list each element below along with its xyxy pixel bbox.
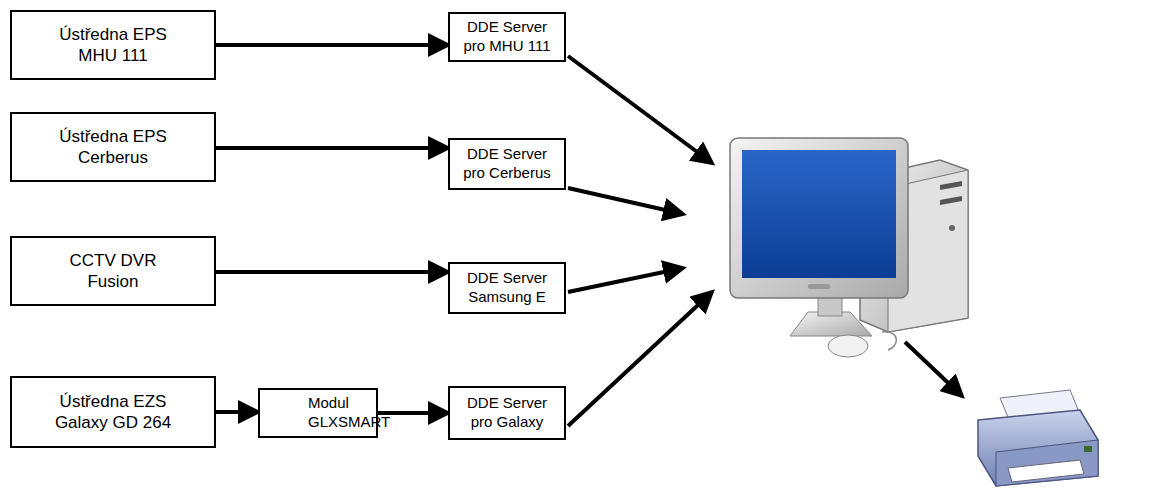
arrow-connector — [216, 146, 448, 150]
node-label: Modul GLXSMART — [308, 394, 328, 432]
control-panel-box: Ústředna EZS Galaxy GD 264 — [10, 376, 216, 448]
arrow-connector — [216, 410, 258, 414]
cctv-box: CCTV DVR Fusion — [10, 236, 216, 306]
control-panel-box: Ústředna EPS Cerberus — [10, 112, 216, 182]
pc-arrows — [568, 56, 962, 426]
node-label: Ústředna EPS MHU 111 — [59, 24, 167, 67]
node-label: Ústředna EPS Cerberus — [59, 126, 167, 169]
pc-mouse — [828, 332, 896, 357]
server-box: DDE Server pro Galaxy — [448, 386, 566, 440]
pc-monitor — [730, 138, 908, 336]
node-label: DDE Server pro Cerberus — [463, 145, 551, 183]
arrow-connector — [216, 270, 448, 274]
module-box: Modul GLXSMART — [258, 388, 378, 438]
printer — [978, 390, 1098, 486]
arrow-connector — [216, 43, 448, 47]
server-box: DDE Server Samsung E — [448, 262, 566, 314]
node-label: DDE Server pro Galaxy — [467, 394, 548, 432]
node-label: DDE Server pro MHU 111 — [464, 18, 551, 56]
node-label: Ústředna EZS Galaxy GD 264 — [55, 391, 172, 434]
control-panel-box: Ústředna EPS MHU 111 — [10, 10, 216, 80]
node-label: CCTV DVR Fusion — [70, 250, 157, 293]
node-label: DDE Server Samsung E — [467, 269, 548, 307]
server-box: DDE Server pro MHU 111 — [448, 12, 566, 62]
arrow-connector — [378, 411, 448, 415]
server-box: DDE Server pro Cerberus — [448, 138, 566, 190]
